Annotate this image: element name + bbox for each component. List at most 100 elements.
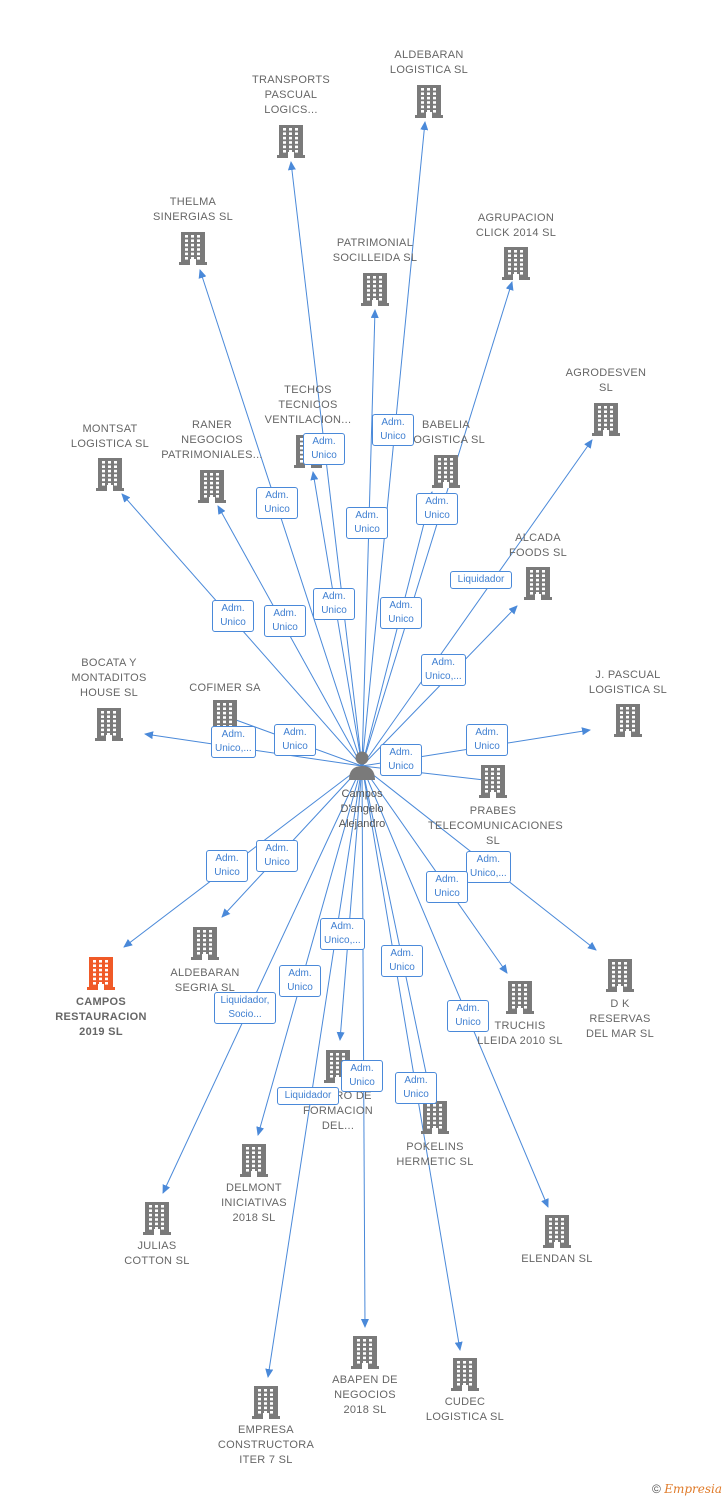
building-icon-bocata[interactable] [95, 708, 123, 741]
edge-badge-agrupacion[interactable]: Adm.Unico [416, 493, 458, 525]
edge-badge-julias[interactable]: Liquidador,Socio... [214, 992, 276, 1024]
building-icon-patrimonial[interactable] [361, 273, 389, 306]
edge-badge-line: Adm. [435, 874, 459, 885]
company-label-line: NEGOCIOS [181, 434, 243, 446]
edge-badge-line: Adm. [475, 727, 499, 738]
edge-badge-aldebaran-log[interactable]: Adm.Unico [372, 414, 414, 446]
building-icon-pokelins[interactable] [421, 1101, 449, 1134]
edge-badge-babelia[interactable]: Adm.Unico [380, 597, 422, 629]
edge-badge-cudec[interactable]: Adm.Unico [395, 1072, 437, 1104]
edge-badge-bocata[interactable]: Adm.Unico,... [211, 726, 256, 758]
edge-badge-aldebaran-seg[interactable]: Adm.Unico [256, 840, 298, 872]
edge-badge-truchis[interactable]: Adm.Unico [426, 871, 468, 903]
edge-badge-empresa[interactable]: Liquidador [277, 1087, 339, 1105]
edge-badge-agrodesven[interactable]: Liquidador [450, 571, 512, 589]
building-icon-raner[interactable] [198, 470, 226, 503]
edge-badge-line: Adm. [330, 921, 355, 932]
company-label-line: FOODS SL [508, 547, 568, 559]
edge-badge-campos[interactable]: Adm.Unico [206, 850, 248, 882]
edge-badge-prabes[interactable]: Adm.Unico [380, 744, 422, 776]
edge-badge-jpascual[interactable]: Adm.Unico [466, 724, 508, 756]
company-label-line: COTTON SL [124, 1255, 190, 1267]
edge-badge-delmont[interactable]: Adm.Unico [279, 965, 321, 997]
building-icon-thelma[interactable] [179, 232, 207, 265]
edge-badge-line: Unico [455, 1017, 481, 1028]
edge-badge-line: Adm. [425, 496, 449, 507]
building-icon-truchis[interactable] [506, 981, 534, 1014]
building-icon-jpascual[interactable] [614, 704, 642, 737]
edge-badge-alcada[interactable]: Adm.Unico,... [421, 654, 466, 686]
building-icon-elendan[interactable] [543, 1215, 571, 1248]
edge-badge-techos[interactable]: Adm.Unico [313, 588, 355, 620]
edge-badge-transports[interactable]: Adm.Unico [256, 487, 298, 519]
building-icon-montsat[interactable] [96, 458, 124, 491]
edge-badge-line: Adm. [381, 417, 405, 428]
company-label-line: PATRIMONIALES... [161, 449, 263, 461]
edge-badge-raner[interactable]: Adm.Unico [264, 605, 306, 637]
building-icon-prabes[interactable] [479, 765, 507, 798]
edge-badge-montsat[interactable]: Adm.Unico [212, 600, 254, 632]
company-label-line: TRUCHIS [494, 1020, 546, 1032]
building-icon-agrodesven[interactable] [592, 403, 620, 436]
edge-badge-elendan[interactable]: Adm.Unico [447, 1000, 489, 1032]
edge-badge-thelma[interactable]: Adm.Unico [303, 433, 345, 465]
person-icon[interactable] [349, 751, 375, 781]
edge-badge-patrimonial[interactable]: Adm.Unico [346, 507, 388, 539]
edge-badge-pokelins[interactable]: Adm.Unico [381, 945, 423, 977]
company-label-cofimer[interactable]: COFIMER SA [160, 681, 290, 696]
building-icon-cudec[interactable] [451, 1358, 479, 1391]
company-label-line: ABAPEN DE [332, 1374, 398, 1386]
company-label-line: POKELINS [406, 1141, 464, 1153]
company-label-line: DEL MAR SL [585, 1028, 654, 1040]
building-icon-babelia[interactable] [432, 455, 460, 488]
person-name-line: Alejandro [338, 818, 386, 830]
edge-badge-centro[interactable]: Adm.Unico,... [320, 918, 365, 950]
building-icon-aldebaran-seg[interactable] [191, 927, 219, 960]
footer-brand[interactable]: © Empresia [652, 1482, 722, 1496]
building-icon-abapen[interactable] [351, 1336, 379, 1369]
edge-badge-line: Adm. [322, 591, 346, 602]
building-icon-aldebaran-log[interactable] [415, 85, 443, 118]
building-icon-campos[interactable] [87, 957, 115, 990]
edge-badge-dk[interactable]: Adm.Unico,... [466, 851, 511, 883]
company-label-elendan[interactable]: ELENDAN SL [492, 1252, 622, 1267]
building-icon-alcada[interactable] [524, 567, 552, 600]
company-label-line: CLICK 2014 SL [475, 227, 557, 239]
edge-badge-line: Unico [214, 867, 240, 878]
building-icon-delmont[interactable] [240, 1144, 268, 1177]
edge-badge-line: Socio... [228, 1009, 262, 1020]
building-icon-transports[interactable] [277, 125, 305, 158]
building-icon-julias[interactable] [143, 1202, 171, 1235]
edge-badge-abapen[interactable]: Adm.Unico [341, 1060, 383, 1092]
building-icon-dk[interactable] [606, 959, 634, 992]
edge-badge-cofimer[interactable]: Adm.Unico [274, 724, 316, 756]
building-icon-empresa[interactable] [252, 1386, 280, 1419]
company-label-line: SEGRIA SL [174, 982, 236, 994]
building-icon-agrupacion[interactable] [502, 247, 530, 280]
